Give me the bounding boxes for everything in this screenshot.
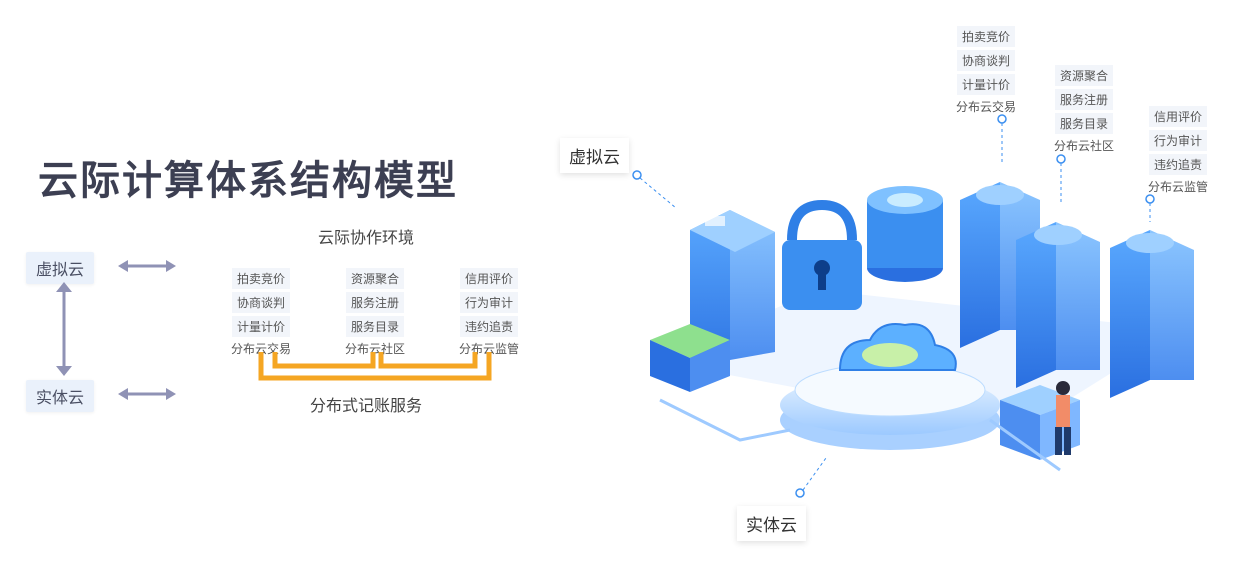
- service-tag: 协商谈判: [231, 292, 290, 313]
- service-tag: 信用评价: [459, 268, 518, 289]
- virtual-cloud-chip: 虚拟云: [26, 252, 95, 284]
- service-group-trade: 拍卖竞价 协商谈判 计量计价 分布云交易: [229, 268, 293, 357]
- callout-group-community: 资源聚合 服务注册 服务目录 分布云社区: [1052, 65, 1116, 154]
- cloud-infrastructure-illustration: [632, 114, 1194, 498]
- callout-group-regulation: 信用评价 行为审计 违约追责 分布云监管: [1146, 106, 1210, 195]
- service-tag: 服务注册: [1054, 89, 1113, 110]
- group-footer: 分布云社区: [344, 342, 405, 356]
- service-tag: 行为审计: [459, 292, 518, 313]
- group-footer: 分布云社区: [1053, 139, 1114, 153]
- service-tag: 服务目录: [345, 316, 404, 337]
- service-tag: 拍卖竞价: [956, 26, 1015, 47]
- horizontal-double-arrow-icon: [118, 388, 176, 400]
- service-tag: 资源聚合: [1054, 65, 1113, 86]
- service-tag: 计量计价: [956, 74, 1015, 95]
- service-tag: 协商谈判: [956, 50, 1015, 71]
- physical-cloud-chip: 实体云: [26, 380, 95, 412]
- service-tag: 服务注册: [345, 292, 404, 313]
- service-tag: 计量计价: [231, 316, 290, 337]
- ledger-label: 分布式记账服务: [310, 396, 423, 415]
- ledger-bracket: [258, 352, 492, 381]
- service-group-regulation: 信用评价 行为审计 违约追责 分布云监管: [457, 268, 521, 357]
- callout-group-trade: 拍卖竞价 协商谈判 计量计价 分布云交易: [954, 26, 1018, 115]
- service-tag: 资源聚合: [345, 268, 404, 289]
- service-tag: 信用评价: [1148, 106, 1207, 127]
- page-title: 云际计算体系结构模型: [38, 158, 458, 204]
- service-tag: 行为审计: [1148, 130, 1207, 151]
- virtual-cloud-callout: 虚拟云: [560, 138, 629, 173]
- group-footer: 分布云交易: [955, 100, 1016, 114]
- group-footer: 分布云监管: [1147, 180, 1208, 194]
- service-tag: 违约追责: [459, 316, 518, 337]
- service-tag: 拍卖竞价: [231, 268, 290, 289]
- service-group-community: 资源聚合 服务注册 服务目录 分布云社区: [343, 268, 407, 357]
- vertical-double-arrow-icon: [56, 282, 72, 376]
- service-tag: 违约追责: [1148, 154, 1207, 175]
- physical-cloud-callout: 实体云: [737, 506, 806, 541]
- horizontal-double-arrow-icon: [118, 260, 176, 272]
- service-tag: 服务目录: [1054, 113, 1113, 134]
- environment-label: 云际协作环境: [318, 228, 415, 247]
